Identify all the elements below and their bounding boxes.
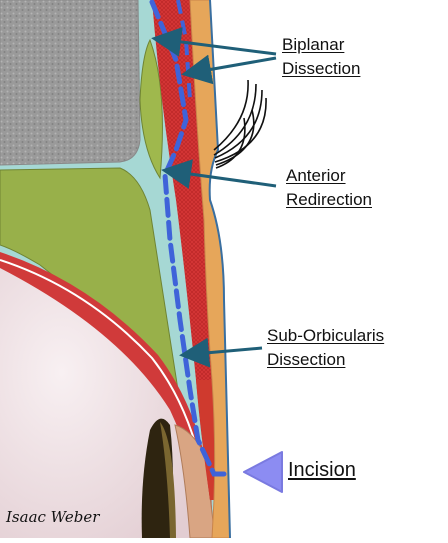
label-line: Dissection [282,59,361,78]
dissection-path [149,0,227,477]
label-line: Anterior [286,166,346,185]
label-incision: Incision [288,459,356,481]
label-arrows [151,27,277,368]
orbital-bone [0,0,141,166]
lens-gradient [160,422,176,538]
label-line: Redirection [286,190,372,209]
arrow-suborbicularis [179,337,263,368]
label-biplanar-dissection: Biplanar Dissection [282,33,360,81]
preaponeurotic-fat [139,38,163,180]
dissection-path-upper [176,0,192,101]
author-signature: Isaac Weber [6,508,100,526]
incision-marker-icon [243,451,283,493]
arrow-biplanar-2 [181,54,277,85]
skin-outer-edge [208,0,231,539]
eyelashes [213,79,267,169]
label-anterior-redirection: Anterior Redirection [286,164,372,212]
label-line: Dissection [267,350,346,369]
arrow-anterior [161,159,277,189]
label-sub-orbicularis-dissection: Sub-Orbicularis Dissection [267,324,384,372]
globe-wall [0,252,214,538]
orbicularis-muscle [152,0,222,500]
arrow-biplanar-1 [151,27,277,57]
label-line: Biplanar [282,35,345,54]
label-line: Sub-Orbicularis [267,326,385,345]
